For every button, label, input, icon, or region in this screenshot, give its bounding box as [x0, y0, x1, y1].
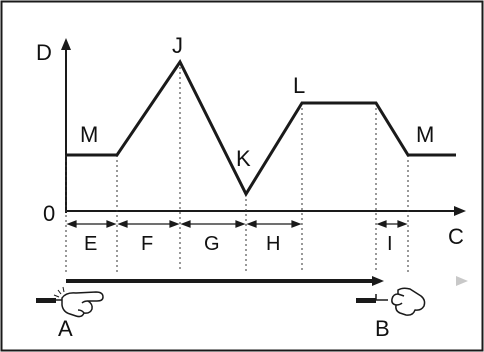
label-m-end: M: [416, 122, 434, 147]
label-j: J: [172, 33, 183, 58]
label-m-start: M: [80, 122, 98, 147]
timeline-fade-arrow-head: [456, 276, 468, 286]
timeline-arrow-head: [372, 276, 384, 286]
y-axis-arrow: [61, 38, 71, 50]
marker-b-label: B: [375, 316, 390, 341]
button-b-cap: [356, 298, 376, 303]
speed-profile-line: [66, 59, 456, 198]
segment-label-f: F: [141, 233, 153, 255]
interval-arrows: [66, 220, 408, 228]
label-l: L: [293, 73, 305, 98]
x-axis-label: C: [448, 224, 464, 249]
y-axis-label: D: [36, 40, 52, 65]
origin-label: 0: [43, 201, 55, 226]
segment-label-g: G: [204, 233, 220, 255]
hand-press-icon: [53, 286, 104, 318]
segment-label-h: H: [266, 233, 280, 255]
button-a-cap: [36, 298, 56, 303]
button-a: [36, 298, 64, 303]
label-k: K: [236, 146, 251, 171]
segment-label-e: E: [84, 233, 97, 255]
guide-lines: [65, 62, 409, 272]
marker-a-label: A: [58, 316, 73, 341]
button-b: [356, 294, 388, 303]
hand-release-icon: [391, 287, 426, 316]
x-axis-arrow: [454, 206, 466, 216]
segment-label-i: I: [387, 233, 393, 255]
